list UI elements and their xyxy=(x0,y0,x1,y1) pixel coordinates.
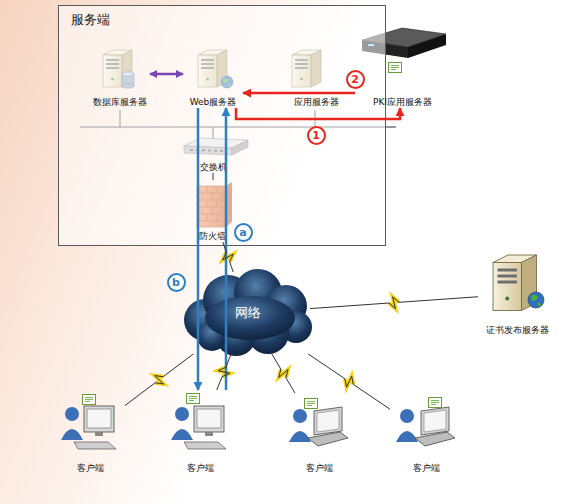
certificate-server: 证书发布服务器 xyxy=(478,252,556,336)
certificate-icon xyxy=(429,398,442,408)
wireless-link xyxy=(272,354,295,393)
client: 客户端 xyxy=(283,393,355,474)
web-server: Web服务器 xyxy=(183,48,243,108)
data-arrow xyxy=(150,73,183,76)
network-cloud: 网络 xyxy=(185,272,310,354)
database-server: 数据库服务器 xyxy=(90,48,150,108)
server-zone: 服务端数据库服务器Web服务器应用服务器PKI应用服务器交换机防火墙 xyxy=(58,5,386,246)
lightning-bolt xyxy=(389,297,399,309)
node-label: 防火墙 xyxy=(199,231,226,242)
callout-number: b xyxy=(167,273,186,292)
node-label: 客户端 xyxy=(413,463,440,474)
node-label: 数据库服务器 xyxy=(93,97,147,108)
link-line xyxy=(213,173,214,180)
node-label: 应用服务器 xyxy=(294,97,339,108)
lightning-bolt xyxy=(345,376,353,387)
lightning-bolt xyxy=(155,376,164,384)
certificate-icon xyxy=(187,394,200,404)
network-cloud xyxy=(184,269,312,356)
wireless-link xyxy=(217,354,231,390)
client: 客户端 xyxy=(55,390,125,474)
upload-arrow xyxy=(225,108,228,390)
application-server: 应用服务器 xyxy=(285,48,347,108)
laptop-client xyxy=(396,407,455,446)
certificate-icon xyxy=(305,399,318,409)
desktop-client xyxy=(61,406,116,449)
desktop-client xyxy=(171,406,226,449)
firewall: 防火墙 xyxy=(188,180,236,242)
wireless-link xyxy=(223,242,234,272)
certificate-icon xyxy=(389,63,402,73)
laptop-client xyxy=(289,407,348,446)
certificate-icon xyxy=(83,395,96,405)
node-label: PKI应用服务器 xyxy=(373,97,432,108)
pki-server: PKI应用服务器 xyxy=(355,22,450,108)
client: 客户端 xyxy=(390,393,462,474)
node-label: 客户端 xyxy=(187,463,214,474)
lightning-bolt xyxy=(279,369,288,378)
node-label: 客户端 xyxy=(306,463,333,474)
client: 客户端 xyxy=(165,390,235,474)
node-label: 交换机 xyxy=(200,162,227,173)
response-arrow xyxy=(243,92,355,95)
node-label: 证书发布服务器 xyxy=(486,325,549,336)
download-arrow xyxy=(197,108,200,390)
request-arrow xyxy=(236,108,400,119)
wireless-link xyxy=(125,354,193,406)
lightning-bolt xyxy=(223,252,234,261)
switch: 交换机 xyxy=(180,133,246,173)
node-label: 客户端 xyxy=(77,463,104,474)
node-label: Web服务器 xyxy=(190,97,237,108)
wireless-link xyxy=(308,354,390,409)
globe-symbol xyxy=(528,292,544,308)
node-label: 网络 xyxy=(235,304,261,322)
lightning-bolt xyxy=(218,367,230,376)
wireless-link xyxy=(310,297,478,309)
zone-heading: 服务端 xyxy=(71,11,110,29)
